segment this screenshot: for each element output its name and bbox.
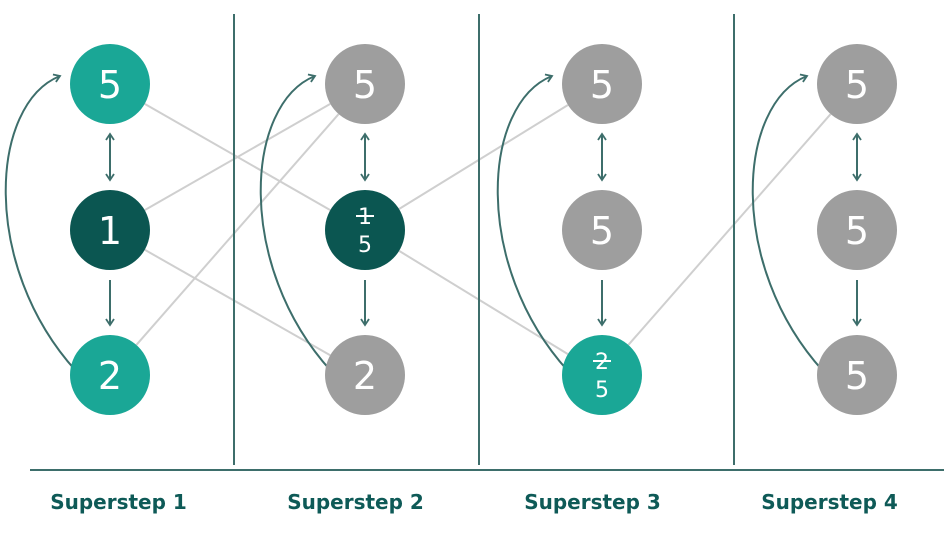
loop-arrow-2 [259, 73, 332, 372]
vertex-value: 5 [845, 209, 869, 253]
vertex-node-s3-r2: 5 [562, 190, 642, 270]
message-edge-7 [627, 113, 832, 346]
vertex-node-s1-r3: 2 [70, 335, 150, 415]
superstep-4-label: Superstep 4 [761, 490, 898, 514]
loop-arrow-1 [4, 73, 77, 372]
vertex-node-s2-r3: 2 [325, 335, 405, 415]
vertex-circle [325, 335, 405, 415]
message-edge-5 [398, 104, 569, 210]
vertex-circle [70, 44, 150, 124]
vertex-circle [70, 190, 150, 270]
vertex-circle [325, 190, 405, 270]
diagram-structure [4, 14, 944, 471]
message-edge-3 [144, 248, 331, 357]
vertex-circle [562, 44, 642, 124]
message-edges [135, 103, 832, 357]
vertex-value: 5 [590, 209, 614, 253]
message-edge-2 [144, 103, 331, 211]
loop-arrow-3 [496, 73, 569, 372]
vertex-value: 1 [98, 209, 122, 253]
superstep-3-label: Superstep 3 [524, 490, 661, 514]
vertex-circle [562, 190, 642, 270]
vertex-circle [562, 335, 642, 415]
vertex-node-s3-r1: 5 [562, 44, 642, 124]
vertex-circle [70, 335, 150, 415]
vertex-node-s2-r1: 5 [325, 44, 405, 124]
vertex-node-s2-r2: 15 [325, 190, 405, 270]
vertex-circle [325, 44, 405, 124]
vertex-circle [817, 44, 897, 124]
vertex-value: 5 [845, 354, 869, 398]
loop-arrow-4 [751, 73, 824, 372]
vertex-circle [817, 335, 897, 415]
vertex-node-s1-r2: 1 [70, 190, 150, 270]
vertex-node-s4-r1: 5 [817, 44, 897, 124]
message-edge-6 [398, 250, 569, 355]
vertex-node-s1-r1: 5 [70, 44, 150, 124]
vertex-value: 2 [353, 354, 377, 398]
vertex-new-value: 5 [358, 233, 372, 258]
vertex-circle [817, 190, 897, 270]
vertex-value: 5 [353, 63, 377, 107]
vertex-value: 5 [98, 63, 122, 107]
vertex-new-value: 5 [595, 378, 609, 403]
superstep-1-label: Superstep 1 [50, 490, 187, 514]
vertex-value: 5 [845, 63, 869, 107]
vertex-node-s4-r3: 5 [817, 335, 897, 415]
vertex-old-value: 1 [358, 205, 372, 230]
vertex-old-value: 2 [595, 350, 609, 375]
vertex-node-s3-r3: 25 [562, 335, 642, 415]
superstep-2-label: Superstep 2 [287, 490, 424, 514]
vertex-value: 5 [590, 63, 614, 107]
message-edge-4 [135, 113, 340, 346]
vertex-node-s4-r2: 5 [817, 190, 897, 270]
vertex-value: 2 [98, 354, 122, 398]
